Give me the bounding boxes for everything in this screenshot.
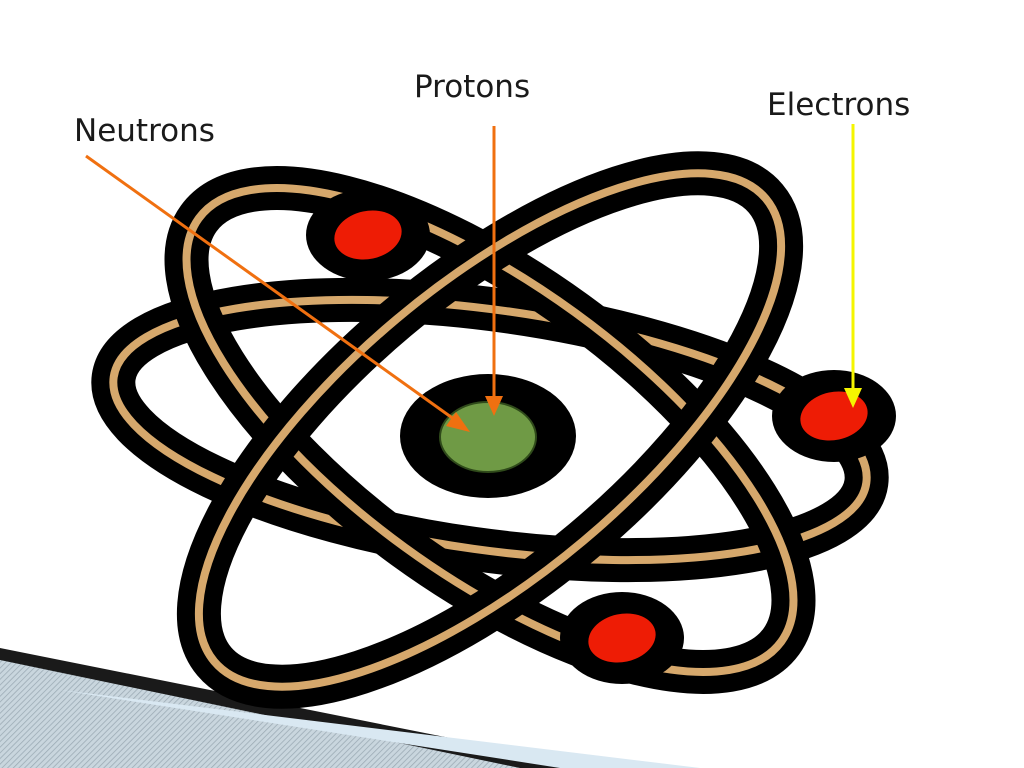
protons-label: Protons: [414, 69, 530, 105]
electron-right: [772, 370, 896, 462]
slide-corner-decoration: [0, 648, 700, 768]
orbit-right-tilt: [176, 151, 804, 709]
orbit-left-tilt: [164, 166, 816, 694]
electrons-label: Electrons: [767, 87, 910, 123]
nucleus: [400, 374, 576, 498]
neutrons-arrow: [85, 154, 470, 432]
electron-bottom: [560, 592, 684, 684]
neutrons-label: Neutrons: [74, 113, 215, 149]
electron-top-left: [306, 189, 430, 281]
protons-arrow: [485, 126, 503, 416]
orbit-horizontal: [91, 277, 889, 583]
electrons-arrow: [844, 124, 862, 408]
